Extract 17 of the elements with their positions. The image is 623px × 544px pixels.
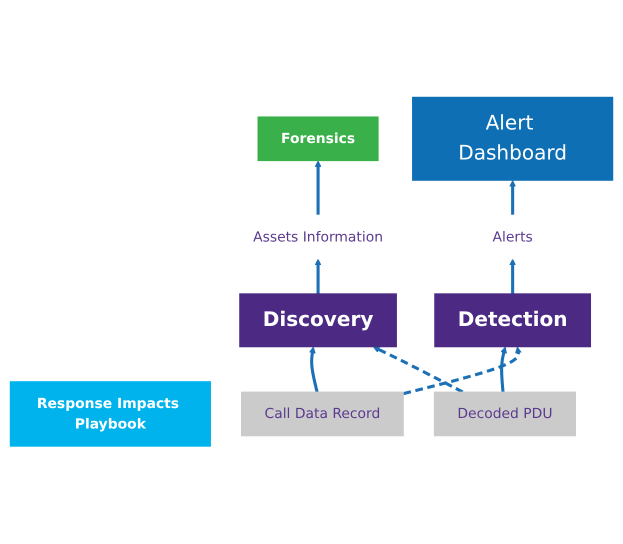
node-box: Detection: [434, 294, 592, 348]
arrow: [309, 346, 319, 393]
arrow: [403, 346, 522, 396]
node-box: Call Data Record: [241, 392, 404, 437]
node-text: Alerts: [492, 229, 533, 246]
node-box: Discovery: [239, 294, 397, 348]
arrow: [500, 346, 507, 392]
arrow: [509, 258, 516, 294]
arrow: [314, 160, 322, 216]
arrow: [314, 258, 322, 294]
node-box: Response Impacts Playbook: [10, 381, 211, 447]
arrow: [509, 180, 516, 216]
node-text: Assets Information: [253, 229, 384, 246]
node-box: Decoded PDU: [434, 392, 576, 437]
node-box: Alert Dashboard: [412, 97, 614, 182]
arrow: [373, 346, 464, 394]
node-box: Forensics: [258, 116, 379, 162]
